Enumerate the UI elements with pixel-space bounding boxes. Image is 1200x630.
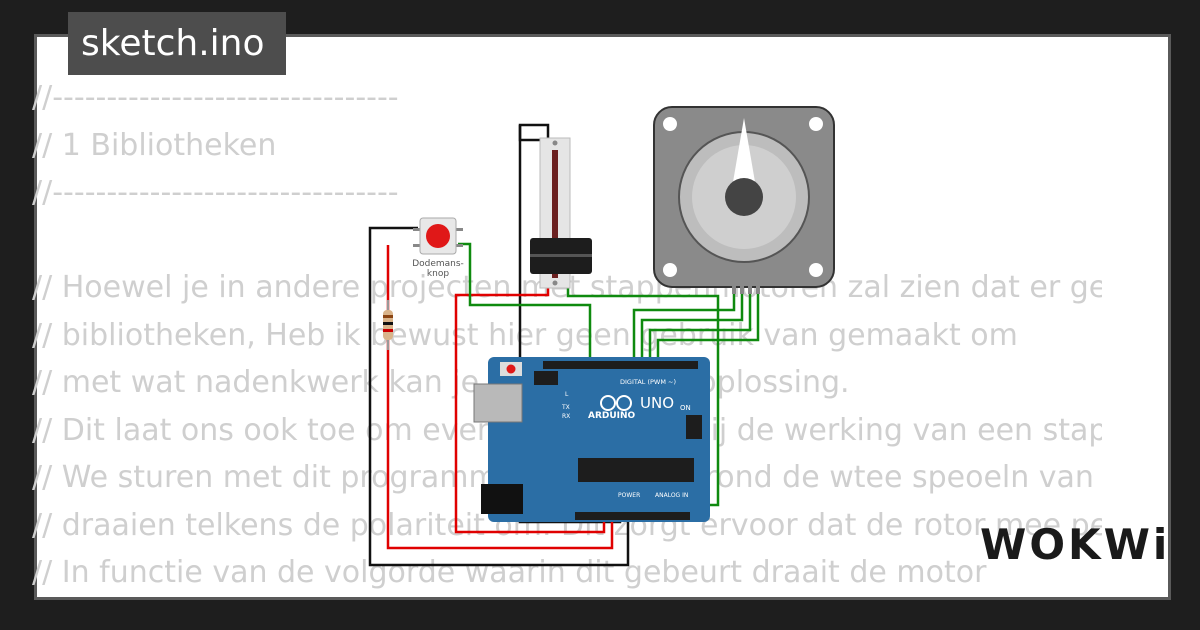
l-label: L bbox=[565, 391, 569, 398]
wire-red-1 bbox=[386, 245, 614, 550]
code-line: // In functie van de volgorde waarin dit… bbox=[32, 555, 987, 590]
resistor[interactable] bbox=[383, 300, 393, 350]
push-button[interactable]: Dodemans- knop bbox=[412, 217, 464, 279]
power-label: POWER bbox=[618, 492, 640, 499]
slide-potentiometer[interactable] bbox=[530, 137, 592, 289]
digital-header bbox=[543, 361, 698, 369]
code-line: // 1 Bibliotheken bbox=[32, 127, 277, 163]
wire-black-1 bbox=[368, 226, 630, 567]
power-jack bbox=[481, 484, 523, 514]
wire-green-6 bbox=[656, 286, 760, 362]
file-tab[interactable]: sketch.ino bbox=[68, 12, 286, 75]
button-label-line1: Dodemans- bbox=[412, 259, 464, 269]
button-label-line2: knop bbox=[427, 269, 449, 279]
code-line: //-------------------------------- bbox=[32, 80, 399, 115]
tx-label: TX bbox=[561, 404, 570, 411]
rx-label: RX bbox=[562, 413, 570, 420]
reset-button[interactable] bbox=[506, 364, 516, 374]
arduino-uno[interactable]: DIGITAL (PWM ~) ARDUINO UNO ON L TX RX P… bbox=[473, 357, 710, 522]
wire-red-2 bbox=[454, 282, 606, 534]
code-line: //-------------------------------- bbox=[32, 175, 399, 210]
analog-header bbox=[640, 512, 690, 520]
arduino-brand: ARDUINO bbox=[588, 411, 636, 421]
analog-label: ANALOG IN bbox=[655, 492, 688, 499]
wokwi-logo[interactable]: WOKWi bbox=[980, 520, 1171, 569]
button-cap[interactable] bbox=[426, 224, 450, 248]
wire-green-5 bbox=[648, 286, 752, 362]
wire-green-1 bbox=[458, 242, 592, 362]
wire-green-3 bbox=[632, 286, 736, 362]
stepper-motor[interactable] bbox=[653, 106, 835, 294]
motor-needle bbox=[733, 118, 755, 182]
on-label: ON bbox=[680, 404, 691, 412]
wire-green-4 bbox=[640, 286, 744, 362]
power-header bbox=[575, 512, 665, 520]
atmega-chip bbox=[578, 458, 694, 482]
code-line: // bibliotheken, Heb ik bewust hier geen… bbox=[32, 317, 1018, 353]
digital-label: DIGITAL (PWM ~) bbox=[620, 378, 676, 386]
usb-port bbox=[473, 383, 523, 423]
arduino-model: UNO bbox=[640, 394, 674, 412]
